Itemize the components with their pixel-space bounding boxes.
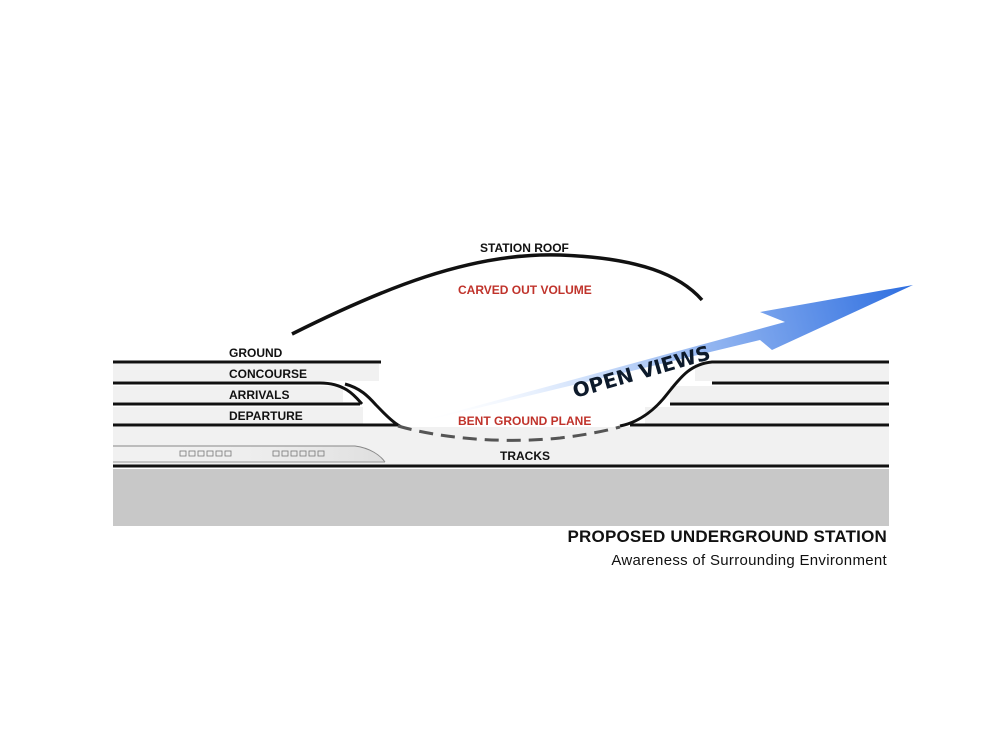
label-ground: GROUND xyxy=(229,346,283,360)
level-bands xyxy=(113,364,889,465)
train-illustration xyxy=(113,445,386,463)
caption-subtitle: Awareness of Surrounding Environment xyxy=(611,552,887,569)
label-tracks: TRACKS xyxy=(500,449,550,463)
label-station-roof: STATION ROOF xyxy=(480,241,569,255)
right-floor-lines xyxy=(619,360,889,428)
earth-mass xyxy=(113,469,889,526)
label-arrivals: ARRIVALS xyxy=(229,388,289,402)
label-carved-out-volume: CARVED OUT VOLUME xyxy=(458,283,592,297)
caption-title: PROPOSED UNDERGROUND STATION xyxy=(567,527,887,546)
label-bent-ground-plane: BENT GROUND PLANE xyxy=(458,414,591,428)
left-floor-lines xyxy=(113,360,404,427)
train-windows xyxy=(179,450,325,457)
label-departure: DEPARTURE xyxy=(229,409,303,423)
bent-ground-plane-line xyxy=(397,424,621,442)
station-roof-line xyxy=(291,253,704,336)
label-concourse: CONCOURSE xyxy=(229,367,307,381)
open-views-arrow xyxy=(395,285,913,428)
